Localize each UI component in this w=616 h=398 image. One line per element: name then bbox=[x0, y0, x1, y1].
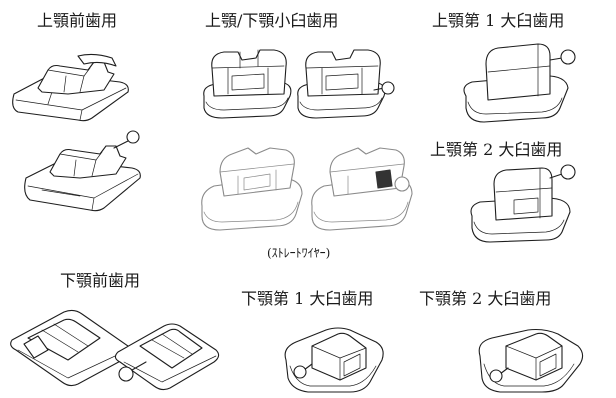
upper-anterior-bracket-illustration bbox=[12, 53, 129, 122]
label-straight-wire-note: (ｽﾄﾚｰﾄﾜｲﾔｰ) bbox=[267, 246, 331, 260]
label-lower-molar-2: 下顎第 2 大臼歯用 bbox=[419, 289, 552, 308]
label-lower-molar-1: 下顎第 1 大臼歯用 bbox=[241, 289, 374, 308]
label-upper-anterior: 上顎前歯用 bbox=[37, 11, 118, 30]
straight-wire-premolar-bracket-hook-illustration bbox=[311, 147, 413, 231]
label-lower-anterior: 下顎前歯用 bbox=[60, 271, 141, 290]
upper-anterior-bracket-hook-illustration bbox=[24, 130, 141, 212]
label-upper-molar-2: 上顎第 2 大臼歯用 bbox=[430, 140, 563, 159]
lower-molar-1-tube-illustration bbox=[284, 327, 384, 393]
upper-molar-1-tube-illustration bbox=[463, 43, 576, 123]
lower-anterior-bracket-hook-illustration bbox=[114, 323, 220, 391]
straight-wire-premolar-bracket-illustration bbox=[201, 147, 303, 231]
premolar-bracket-illustration bbox=[203, 49, 292, 119]
label-upper-molar-1: 上顎第 1 大臼歯用 bbox=[432, 11, 565, 30]
lower-molar-2-tube-illustration bbox=[478, 328, 584, 393]
lower-anterior-bracket-illustration bbox=[10, 309, 132, 387]
premolar-bracket-hook-illustration bbox=[297, 49, 395, 119]
upper-molar-2-tube-illustration bbox=[470, 164, 576, 243]
label-premolar: 上顎/下顎小臼歯用 bbox=[205, 11, 339, 30]
